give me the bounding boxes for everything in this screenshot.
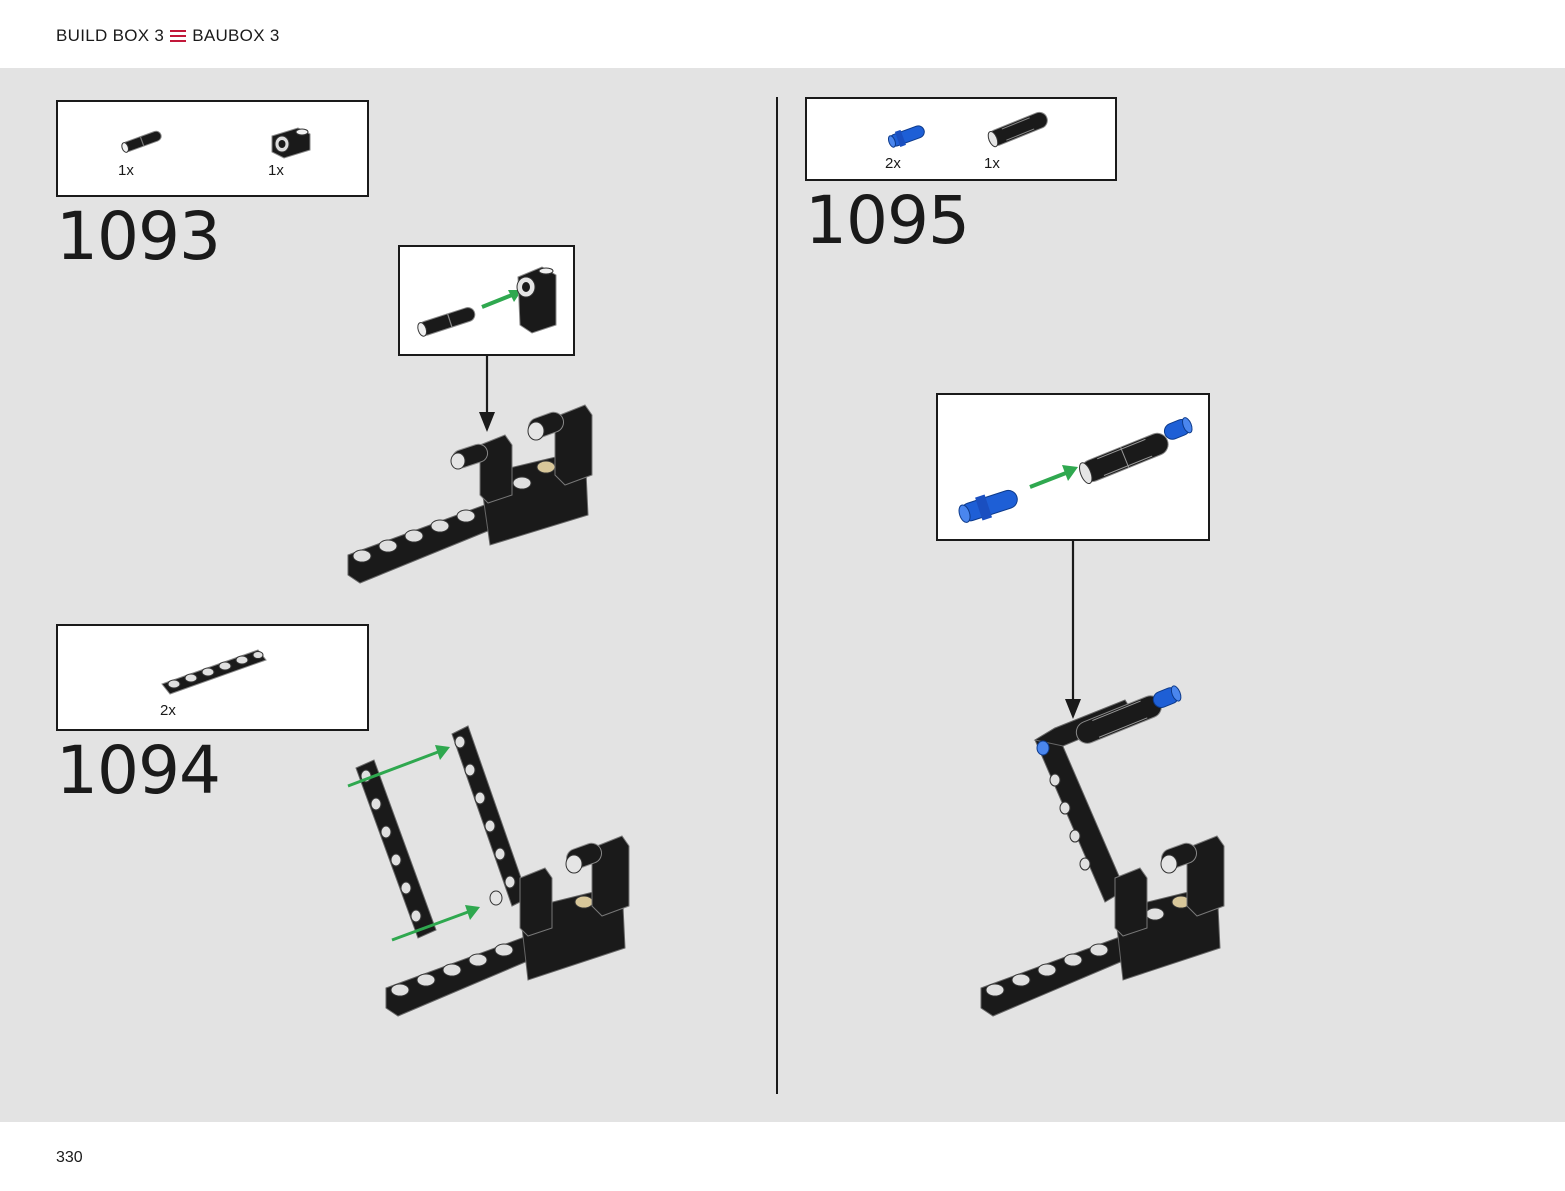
part-qty: 1x — [268, 162, 284, 179]
instruction-content — [0, 68, 1565, 1122]
blue-pin-icon — [887, 125, 925, 148]
page-number: 330 — [56, 1149, 83, 1166]
parts-list-1094: 2x — [56, 624, 369, 731]
sub-assembly-callout-1095 — [936, 393, 1210, 541]
part-qty: 2x — [160, 702, 176, 719]
column-divider — [776, 97, 778, 1094]
assembly-model-1093 — [347, 404, 593, 584]
assembly-model-1094 — [347, 725, 630, 1017]
part-qty: 1x — [118, 162, 134, 179]
pin-icon — [121, 130, 162, 153]
page-footer — [0, 1122, 1565, 1191]
page-header: BUILD BOX 3 BAUBOX 3 — [0, 0, 1565, 68]
part-qty: 2x — [885, 155, 901, 172]
pin-into-connector-illustration — [417, 266, 557, 337]
beam-icon — [161, 649, 267, 695]
menu-icon — [170, 30, 187, 42]
step-number-1094: 1094 — [56, 732, 221, 809]
sub-assembly-callout-1093 — [398, 245, 575, 356]
parts-list-1093: 1x 1x — [56, 100, 369, 197]
connector-icon — [271, 127, 311, 159]
step-number-1093: 1093 — [56, 198, 221, 275]
down-arrow — [479, 356, 495, 432]
baubox-label: BAUBOX 3 — [192, 26, 280, 45]
down-arrow — [1065, 541, 1081, 719]
build-box-label: BUILD BOX 3 — [56, 26, 165, 45]
assembly-model-1095 — [980, 685, 1225, 1017]
axle-connector-icon — [987, 111, 1048, 148]
build-box-title: BUILD BOX 3 BAUBOX 3 — [56, 26, 280, 46]
parts-list-1095: 2x 1x — [805, 97, 1117, 181]
blue-pin-into-axle-connector-illustration — [958, 417, 1193, 523]
step-number-1095: 1095 — [805, 182, 970, 259]
part-qty: 1x — [984, 155, 1000, 172]
